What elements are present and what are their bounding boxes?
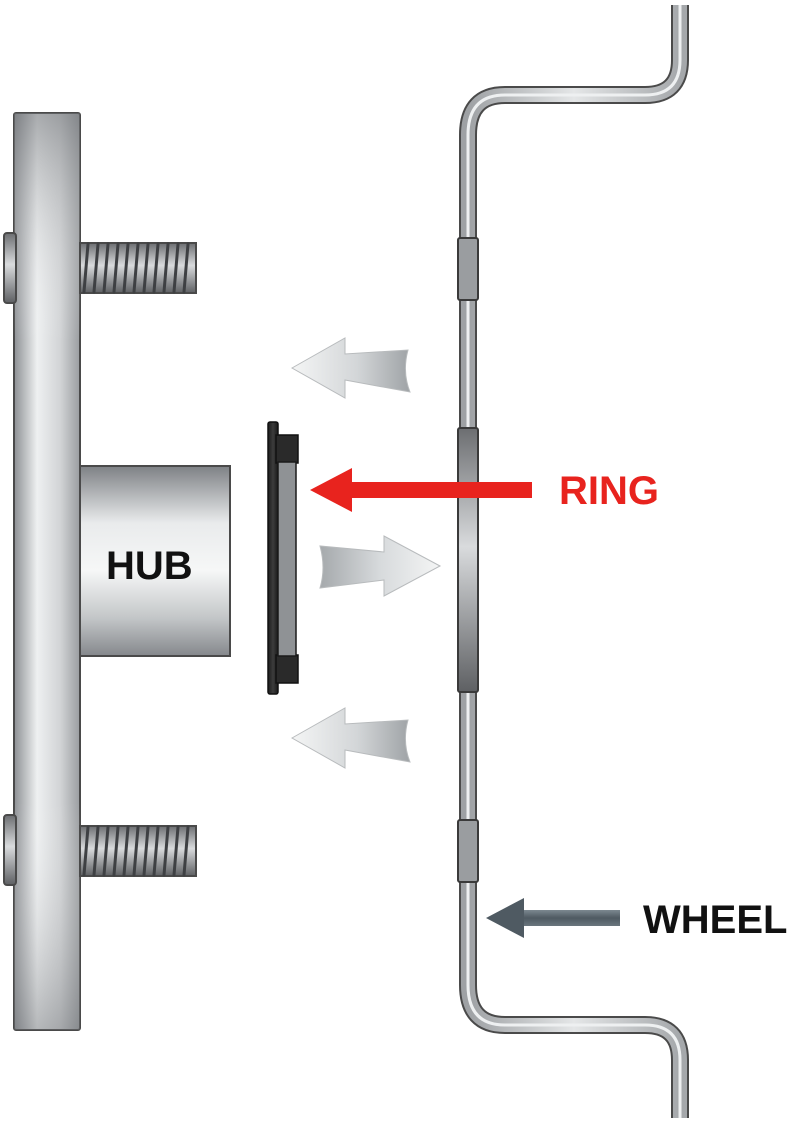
wheel-profile bbox=[457, 5, 689, 1118]
wheel-label: WHEEL bbox=[643, 898, 788, 942]
hub-centric-ring bbox=[267, 421, 299, 695]
stud-nub-upper bbox=[3, 232, 17, 304]
flow-arrow-lower bbox=[290, 707, 411, 769]
flow-arrow-upper bbox=[290, 337, 411, 399]
stud-nub-lower bbox=[3, 814, 17, 886]
ring-pointer-arrow bbox=[310, 468, 532, 512]
hub-label: HUB bbox=[106, 544, 193, 588]
hub-flange bbox=[13, 112, 81, 1031]
threaded-stud-lower bbox=[79, 825, 197, 877]
hub-cylinder bbox=[79, 465, 231, 657]
flow-arrow-middle bbox=[319, 535, 442, 597]
threaded-stud-upper bbox=[79, 242, 197, 294]
wheel-pointer-arrow bbox=[486, 898, 620, 938]
ring-label: RING bbox=[559, 469, 659, 513]
